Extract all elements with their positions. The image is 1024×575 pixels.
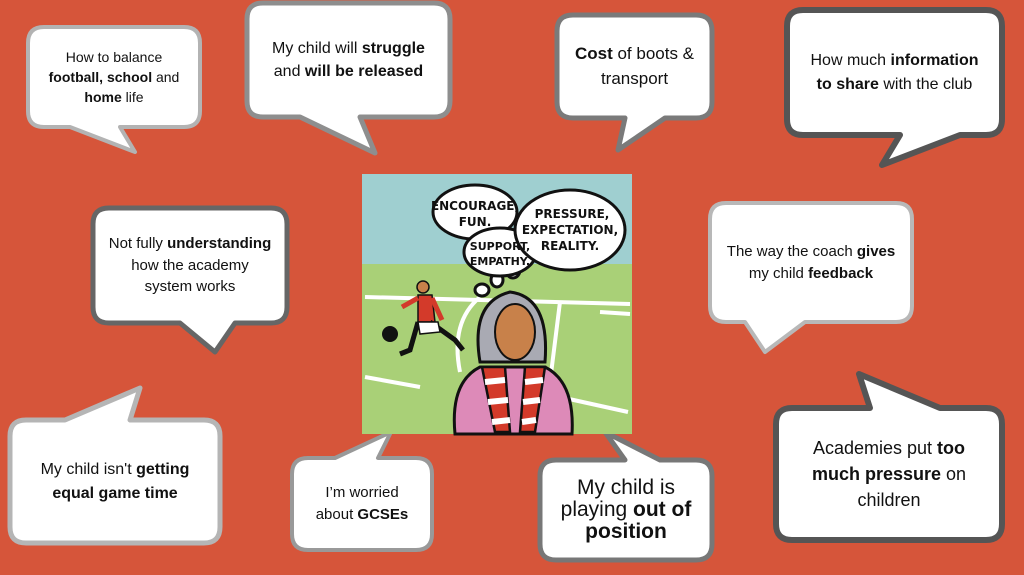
- bubble-cost-shape: [554, 12, 715, 153]
- text: How much: [810, 52, 891, 70]
- text: How to balance: [65, 48, 163, 65]
- thought-text-2: SUPPORT,EMPATHY.: [470, 240, 530, 268]
- bold-text: football, school: [48, 68, 153, 85]
- bold-text: struggle: [361, 39, 425, 57]
- bubble-balance-life-shape: [26, 25, 202, 154]
- bubble-information: How much information to share with the c…: [801, 10, 988, 135]
- bubble-game-time-shape: [7, 385, 223, 546]
- text: and: [273, 63, 305, 80]
- thought-bubbles: [431, 183, 627, 298]
- bold-text: will be released: [304, 63, 424, 80]
- footballer: [382, 280, 465, 357]
- bold-text: understanding: [167, 234, 272, 252]
- bubble-balance-life: How to balance football, school and home…: [42, 27, 186, 127]
- bubble-coach-feedback: The way the coach gives my child feedbac…: [724, 203, 898, 322]
- bubble-out-of-position: My child is playing out of position: [554, 460, 698, 560]
- text: life: [121, 89, 144, 106]
- bold-text: Cost: [574, 43, 613, 63]
- football: [382, 326, 398, 342]
- text: The way the coach: [726, 242, 857, 260]
- text: Not fully: [108, 234, 168, 252]
- parent: [452, 290, 574, 436]
- bubble-pressure: Academies put too much pressure on child…: [790, 408, 988, 540]
- text: of boots & transport: [600, 43, 695, 88]
- bubble-coach-feedback-shape: [708, 201, 914, 354]
- thought-text-3: PRESSURE,EXPECTATION,REALITY.: [522, 207, 618, 253]
- bubble-struggle-released-shape: [244, 0, 453, 156]
- bold-text: feedback: [808, 264, 874, 282]
- text: and: [152, 68, 180, 85]
- text: I’m worried about: [315, 484, 399, 523]
- text: on children: [857, 463, 967, 511]
- bubble-out-of-position-shape: [537, 429, 715, 563]
- text: with the club: [878, 75, 973, 93]
- bubble-gcses: I’m worried about GCSEs: [306, 458, 418, 550]
- bubble-academy-system: Not fully understanding how the academy …: [107, 208, 273, 323]
- bold-text: information to share: [816, 52, 979, 93]
- text: how the academy system works: [131, 256, 249, 296]
- bubble-cost: Cost of boots & transport: [571, 15, 698, 118]
- text: My child is playing: [560, 475, 676, 521]
- bold-text: out of position: [585, 497, 692, 544]
- bold-text: home: [84, 89, 122, 106]
- parent-illustration: ENCOURAGE,FUN. SUPPORT,EMPATHY. PRESSURE…: [362, 174, 632, 436]
- text: Academies put: [812, 437, 938, 458]
- text: My child will: [272, 39, 362, 57]
- bubble-information-shape: [784, 7, 1005, 168]
- bubble-gcses-shape: [290, 430, 434, 552]
- bubble-game-time: My child isn't getting equal game time: [24, 420, 206, 543]
- bubble-academy-system-shape: [90, 205, 290, 355]
- bold-text: gives: [856, 242, 896, 260]
- bold-text: getting equal game time: [52, 461, 190, 502]
- text: my child: [748, 264, 809, 282]
- thought-text-1: ENCOURAGE,FUN.: [431, 199, 519, 229]
- text: My child isn't: [40, 461, 137, 479]
- bold-text: GCSEs: [357, 506, 409, 523]
- bubble-struggle-released: My child will struggle and will be relea…: [261, 3, 436, 117]
- bubble-pressure-shape: [773, 371, 1005, 543]
- bold-text: too much pressure: [811, 437, 966, 484]
